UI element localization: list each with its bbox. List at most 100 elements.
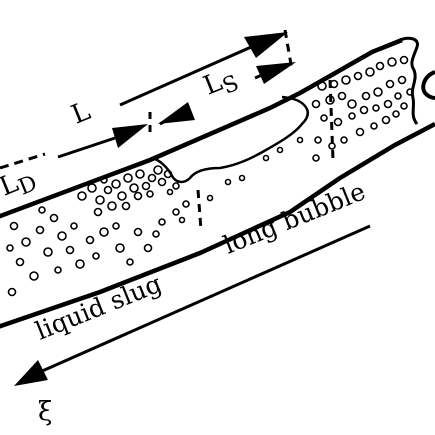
bubble (329, 79, 339, 89)
bubble (65, 245, 75, 255)
bubble (348, 112, 356, 120)
bubble (311, 99, 321, 109)
bubble (375, 61, 385, 71)
bubble (29, 271, 39, 281)
LD-arrow-head (112, 124, 148, 148)
bubble (54, 266, 62, 274)
LS-arrow-head-right (256, 62, 296, 84)
bubble (166, 188, 174, 196)
bubble (158, 218, 166, 226)
long-bubble-interface (151, 95, 310, 184)
bubble (75, 259, 85, 269)
bubble (182, 200, 190, 208)
bubble (126, 258, 134, 266)
bubble (9, 221, 19, 231)
bubble (172, 182, 180, 190)
bubble (317, 81, 327, 91)
bubble (49, 213, 59, 223)
LS-arrow-head-left (158, 102, 195, 124)
bubble (397, 75, 407, 85)
bubble (111, 179, 121, 189)
bubble (333, 117, 343, 127)
bubble (394, 92, 402, 100)
bubble (143, 243, 153, 253)
bubble (85, 235, 95, 245)
LD-dimension-line-solid (57, 135, 119, 159)
label-L: L (67, 96, 94, 130)
bubble (115, 243, 125, 253)
label-xi: ξ (38, 397, 52, 427)
bubble (399, 55, 409, 65)
bubble-nose (397, 36, 419, 125)
bubble (123, 173, 133, 183)
pipe-lower-wall (0, 122, 435, 329)
bubble (262, 154, 270, 162)
bubble (355, 127, 365, 137)
bubble (129, 183, 139, 193)
bubble (157, 177, 167, 187)
bubble (107, 201, 117, 211)
bubble (99, 227, 109, 237)
bubble (121, 201, 131, 211)
bubble (77, 191, 87, 201)
bubble (359, 105, 369, 115)
bubble (341, 75, 351, 85)
pipe-end-bracket (421, 70, 435, 100)
bubble (103, 185, 113, 195)
bubble (153, 165, 163, 175)
bubble (347, 99, 357, 109)
bubble (93, 207, 103, 217)
bubble (100, 176, 108, 184)
LD-dimension-line (0, 152, 46, 170)
bubble (163, 169, 173, 179)
bubble (133, 227, 143, 237)
bubble (92, 252, 100, 260)
bubble (35, 225, 45, 235)
bubble (276, 146, 284, 154)
bubble (57, 231, 67, 241)
label-LD: LD (0, 162, 41, 208)
xi-direction-line (39, 224, 371, 374)
boundary-slug-bubble-lower (196, 189, 203, 231)
bubble (38, 206, 46, 214)
label-long-bubble: long bubble (219, 176, 369, 259)
bubble (400, 102, 408, 110)
bubble (328, 142, 336, 150)
bubble (337, 91, 347, 101)
bubble (340, 136, 348, 144)
bubble (353, 71, 363, 81)
bubble (133, 191, 143, 201)
bubble (112, 222, 120, 230)
bubble (385, 79, 395, 89)
bubble (70, 222, 78, 230)
bubble (312, 154, 320, 162)
bubble (383, 99, 393, 109)
bubble (172, 208, 180, 216)
bubble (87, 183, 97, 193)
bubble (314, 136, 322, 144)
xi-arrow-head (14, 360, 48, 386)
bubble (15, 257, 25, 267)
bubble (224, 178, 232, 186)
bubble (387, 57, 397, 67)
bubble (43, 247, 53, 257)
bubble (392, 110, 400, 118)
bubble (406, 88, 414, 96)
bubble (296, 136, 304, 144)
bubble (7, 287, 17, 297)
bubble (372, 104, 380, 112)
bubble (238, 174, 246, 182)
bubble (135, 169, 145, 179)
bubble (95, 195, 105, 205)
L-arrow-head (244, 32, 288, 58)
pipe-upper-wall (0, 37, 403, 219)
bubble (381, 115, 391, 125)
bubble (178, 216, 186, 224)
bubble (152, 230, 160, 238)
bubble (147, 173, 157, 183)
bubble (370, 122, 378, 130)
bubble (21, 237, 31, 247)
bubble (206, 194, 214, 202)
